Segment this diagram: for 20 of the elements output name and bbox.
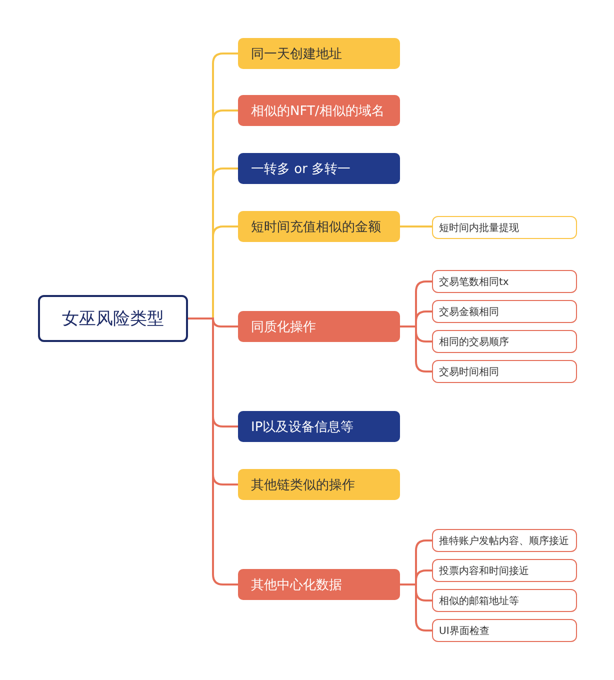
topic-box: 其他中心化数据 [238,569,400,600]
topic-box: 同一天创建地址 [238,38,400,69]
topic-box: 相似的NFT/相似的域名 [238,95,400,126]
subtopic-box: 交易笔数相同tx [432,270,577,293]
subtopic-box: 相同的交易顺序 [432,330,577,353]
subtopic-box: 交易时间相同 [432,360,577,383]
topic-box: 一转多 or 多转一 [238,153,400,184]
subtopic-box: 投票内容和时间接近 [432,559,577,582]
topic-box: IP以及设备信息等 [238,411,400,442]
subtopic-box: 推特账户发帖内容、顺序接近 [432,529,577,552]
central-topic-box: 女巫风险类型 [38,295,188,342]
connector-line [188,318,238,586]
subtopic-box: 短时间内批量提现 [432,216,577,239]
subtopic-box: 交易金额相同 [432,300,577,323]
topic-box: 其他链类似的操作 [238,469,400,500]
topic-box: 短时间充值相似的金额 [238,211,400,242]
connector-line [400,226,432,228]
subtopic-box: 相似的邮箱地址等 [432,589,577,612]
subtopic-box: UI界面检查 [432,619,577,642]
topic-box: 同质化操作 [238,311,400,342]
